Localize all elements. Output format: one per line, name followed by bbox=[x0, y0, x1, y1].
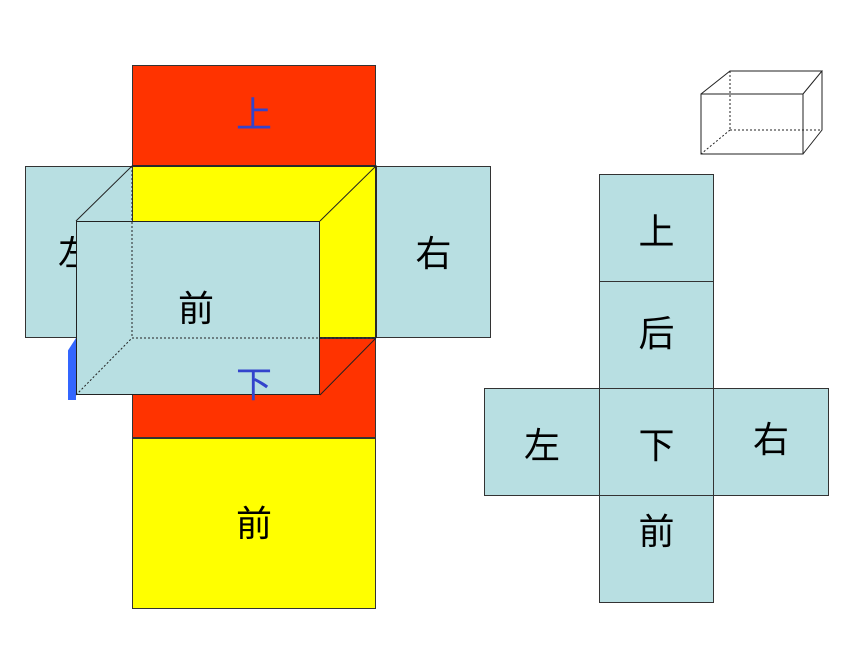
right-net-left-label: 左 bbox=[523, 426, 560, 467]
right-net-front-label: 前 bbox=[638, 512, 675, 553]
left-net-top-label: 上 bbox=[235, 94, 272, 136]
right-net-back-label: 后 bbox=[638, 314, 675, 355]
right-net-bottom-face: 下 bbox=[599, 388, 714, 496]
left-net-front-face bbox=[76, 221, 320, 395]
left-net-front-label: 前 bbox=[178, 289, 215, 330]
left-net-bottom-label: 下 bbox=[236, 365, 273, 406]
left-net-right-label: 右 bbox=[415, 234, 452, 275]
blue-edge-sliver bbox=[68, 338, 76, 400]
left-net-top-face: 上 bbox=[132, 65, 376, 166]
left-net-left-label: 左 bbox=[58, 236, 76, 272]
right-net-left-face: 左 bbox=[484, 388, 600, 496]
right-net-bottom-label: 下 bbox=[638, 426, 675, 467]
right-net-right-face: 右 bbox=[713, 388, 829, 496]
right-net-front-face: 前 bbox=[599, 495, 714, 603]
left-net-right-face: 右 bbox=[376, 166, 491, 338]
right-net-right-label: 右 bbox=[752, 420, 789, 461]
right-net-top-label: 上 bbox=[638, 212, 675, 253]
left-net-lower-front-label: 前 bbox=[235, 504, 272, 545]
right-net-top-face: 上 bbox=[599, 174, 714, 282]
left-net-lower-front-face: 前 bbox=[132, 438, 376, 609]
right-net-back-face: 后 bbox=[599, 281, 714, 389]
